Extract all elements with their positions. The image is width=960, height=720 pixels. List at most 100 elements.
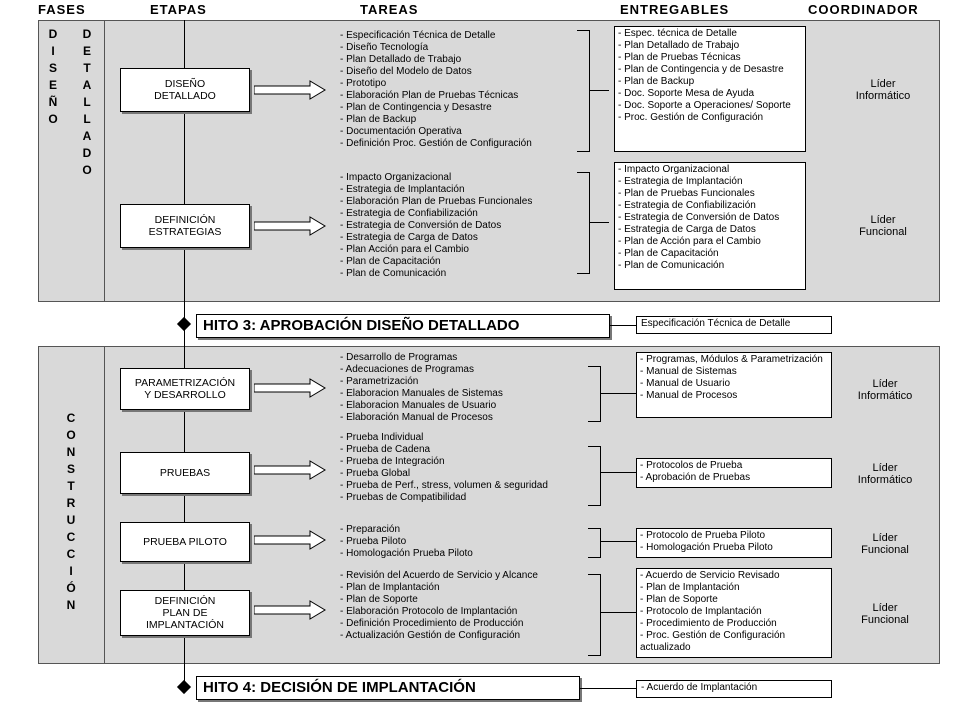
deliverables-box: - Espec. técnica de Detalle- Plan Detall… [614,26,806,152]
header-fases: FASES [38,2,86,17]
task-item: - Plan de Backup [340,114,417,125]
task-item: - Prototipo [340,78,387,89]
task-list: - Especificación Técnica de Detalle - Dis… [340,30,590,150]
arrow-right-icon [254,460,326,480]
task-brace-connector [600,612,636,613]
coordinator-label: Líder Funcional [861,532,909,556]
coordinator-label: Líder Informático [855,78,911,102]
stage-definicion-estrategias: DEFINICIÓN ESTRATEGIAS [120,204,250,248]
deliverable-item: - Programas, Módulos & Parametrización [640,354,823,365]
task-brace [588,574,601,656]
task-item: - Prueba Individual [340,432,424,443]
milestone-hito-4: HITO 4: DECISIÓN DE IMPLANTACIÓN [196,676,580,700]
task-item: - Documentación Operativa [340,126,462,137]
phase-divider [104,346,105,663]
task-list: - Desarrollo de Programas- Adecuaciones … [340,352,590,424]
task-item: - Elaboración Plan de Pruebas Funcionale… [340,196,533,207]
task-brace [577,172,590,274]
header-tareas: TAREAS [360,2,419,17]
deliverable-item: - Plan de Acción para el Cambio [618,236,761,247]
task-brace-connector [589,222,609,223]
task-item: - Elaboración Protocolo de Implantación [340,606,518,617]
deliverable-item: - Homologación Prueba Piloto [640,542,773,553]
deliverable-item: - Plan de Capacitación [618,248,719,259]
task-item: - Elaboracion Manuales de Usuario [340,400,497,411]
task-list: - Preparación- Prueba Piloto- Homologaci… [340,524,590,560]
stage-plan-implantacion: DEFINICIÓN PLAN DE IMPLANTACIÓN [120,590,250,636]
task-brace [588,446,601,506]
deliverable-item: - Plan de Comunicación [618,260,725,271]
task-brace-connector [600,393,636,394]
deliverable-item: - Doc. Soporte Mesa de Ayuda [618,88,755,99]
deliverables-box: - Programas, Módulos & Parametrización - … [636,352,832,418]
task-item: - Especificación Técnica de Detalle [340,30,496,41]
deliverable-item: - Plan de Soporte [640,594,718,605]
task-item: - Parametrización [340,376,419,387]
deliverables-box: - Acuerdo de Servicio Revisado- Plan de … [636,568,832,658]
stage-prueba-piloto: PRUEBA PILOTO [120,522,250,562]
coordinator-label: Líder Funcional [861,602,909,626]
task-item: - Desarrollo de Programas [340,352,458,363]
deliverable-item: - Proc. Gestión de Configuración actuali… [640,630,786,653]
header-entregables: ENTREGABLES [620,2,730,17]
task-item: - Adecuaciones de Programas [340,364,474,375]
arrow-right-icon [254,530,326,550]
deliverables-box: - Protocolo de Prueba Piloto- Homologaci… [636,528,832,558]
task-item: - Revisión del Acuerdo de Servicio y Alc… [340,570,538,581]
stage-pruebas: PRUEBAS [120,452,250,494]
task-brace [588,528,601,558]
task-item: - Actualización Gestión de Configuración [340,630,521,641]
task-item: - Diseño del Modelo de Datos [340,66,472,77]
arrow-right-icon [254,216,326,236]
task-item: - Elaboración Plan de Pruebas Técnicas [340,90,519,101]
deliverable-item: - Plan de Implantación [640,582,740,593]
task-brace-connector [589,90,609,91]
task-item: - Plan Acción para el Cambio [340,244,469,255]
deliverable-item: - Manual de Procesos [640,390,738,401]
milestone-deliverable: Especificación Técnica de Detalle [636,316,832,334]
deliverable-item: - Estrategia de Implantación [618,176,743,187]
task-item: - Plan de Capacitación [340,256,441,267]
milestone-connector [610,325,636,326]
coordinator-label: Líder Funcional [859,214,907,238]
task-item: - Elaboración Manual de Procesos [340,412,493,423]
task-item: - Plan de Contingencia y Desastre [340,102,492,113]
deliverable-item: - Aprobación de Pruebas [640,472,751,483]
deliverable-item: - Estrategia de Conversión de Datos [618,212,780,223]
task-item: - Estrategia de Carga de Datos [340,232,478,243]
deliverable-item: - Protocolo de Implantación [640,606,762,617]
task-item: - Plan de Soporte [340,594,418,605]
deliverable-item: - Manual de Usuario [640,378,731,389]
task-brace [588,366,601,422]
task-brace [577,30,590,152]
milestone-deliverable: - Acuerdo de Implantación [636,680,832,698]
timeline-spine [184,20,185,686]
deliverables-box: - Protocolos de Prueba- Aprobación de Pr… [636,458,832,488]
task-list: - Impacto Organizacional - Estrategia de … [340,172,590,280]
task-item: - Definición Proc. Gestión de Configurac… [340,138,532,149]
stage-parametrizacion: PARAMETRIZACIÓN Y DESARROLLO [120,368,250,410]
arrow-right-icon [254,600,326,620]
task-item: - Elaboracion Manuales de Sistemas [340,388,503,399]
task-item: - Impacto Organizacional [340,172,452,183]
task-item: - Pruebas de Compatibilidad [340,492,467,503]
deliverable-item: - Proc. Gestión de Configuración [618,112,764,123]
task-item: - Plan Detallado de Trabajo [340,54,462,65]
deliverable-item: - Acuerdo de Servicio Revisado [640,570,780,581]
task-item: - Prueba Global [340,468,411,479]
task-brace-connector [600,541,636,542]
header-etapas: ETAPAS [150,2,207,17]
task-item: - Plan de Comunicación [340,268,447,279]
milestone-diamond-icon [176,316,192,332]
task-item: - Prueba de Cadena [340,444,431,455]
task-list: - Revisión del Acuerdo de Servicio y Alc… [340,570,572,642]
task-brace-connector [600,472,636,473]
task-item: - Homologación Prueba Piloto [340,548,473,559]
arrow-right-icon [254,378,326,398]
milestone-diamond-icon [176,679,192,695]
task-list: - Prueba Individual- Prueba de Cadena - P… [340,432,560,504]
task-item: - Estrategia de Conversión de Datos [340,220,502,231]
